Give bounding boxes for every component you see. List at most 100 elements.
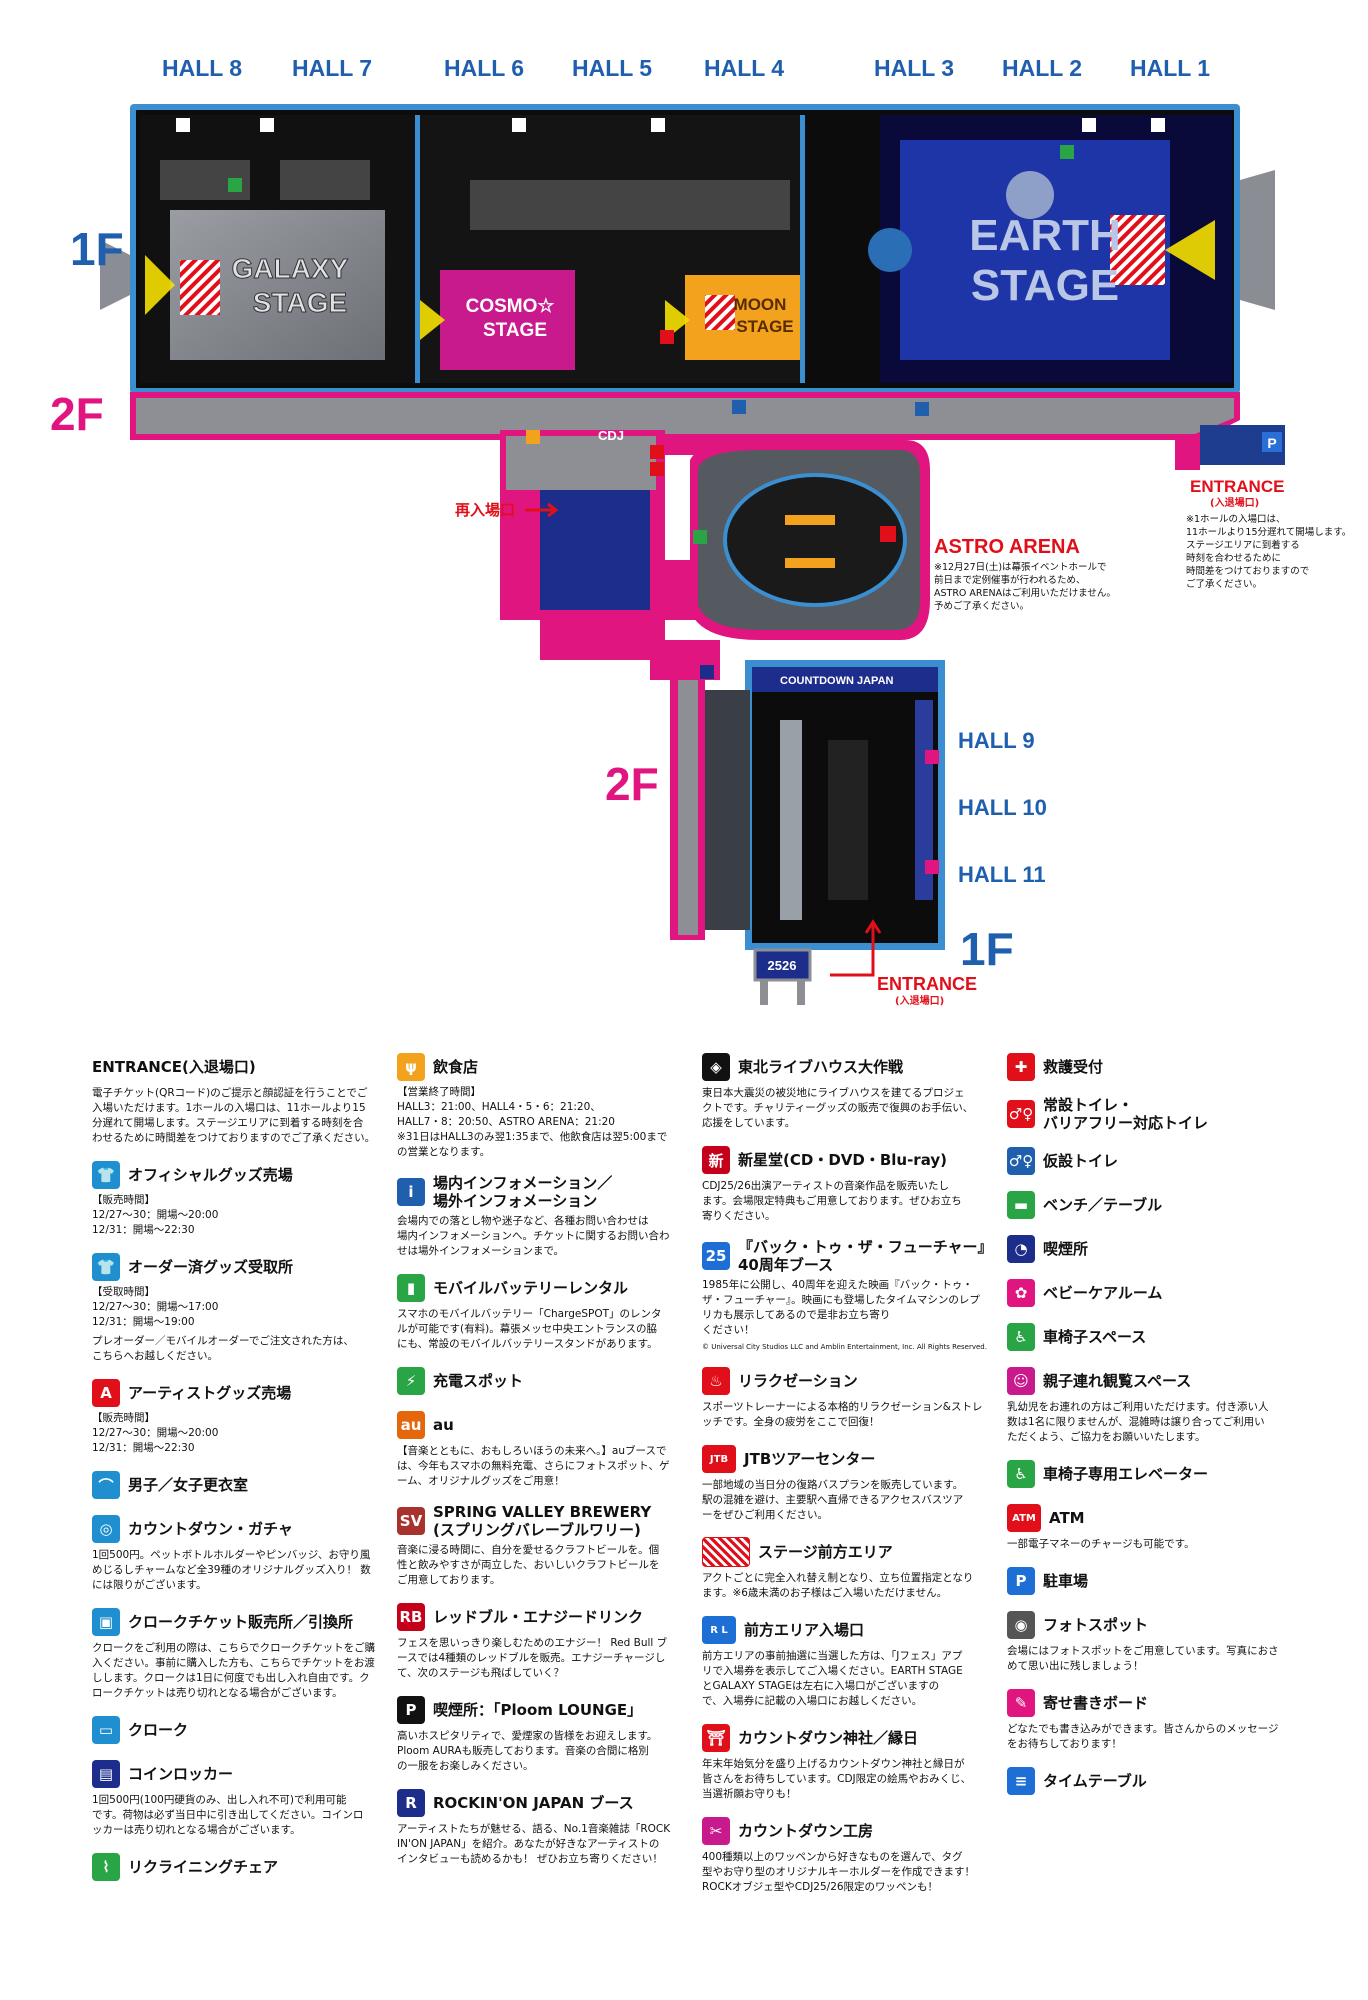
entrance-sub-bottom: (入退場口) (895, 994, 944, 1007)
reentry-label: 再入場口 (455, 501, 515, 519)
hanger-icon: ⌒ (92, 1471, 120, 1499)
astro-note-line: 予めご了承ください。 (934, 600, 1029, 612)
earth-stage-name-1: EARTH (969, 211, 1121, 260)
legend-item-header: ステージ前方エリア (702, 1537, 1002, 1567)
legend-item-description: 高いホスピタリティで、愛煙家の皆様をお迎えします。 Ploom AURAも販売し… (397, 1730, 658, 1772)
legend-item-header: ☺親子連れ観覧スペース (1007, 1366, 1307, 1396)
hall-11-label: HALL 11 (958, 862, 1046, 887)
rockinon-icon: R (397, 1789, 425, 1817)
countdown-japan-label: COUNTDOWN JAPAN (780, 675, 894, 687)
astro-note-line: 前日まで定例催事が行われるため、 (934, 574, 1086, 586)
info-icon: i (397, 1178, 425, 1206)
legend-item: ♂♀常設トイレ・ バリアフリー対応トイレ (1007, 1096, 1307, 1132)
earth-stage-name-2: STAGE (971, 261, 1119, 310)
legend-item: ▭クローク (92, 1715, 392, 1745)
legend-item-title: 新星堂(CD・DVD・Blu-ray) (738, 1151, 947, 1169)
legend-item: ✚救護受付 (1007, 1052, 1307, 1082)
astro-note-line: ※12月27日(土)は幕張イベントホールで (934, 561, 1107, 573)
toilet-icon: ♂♀ (1007, 1100, 1035, 1128)
legend-item: ▬ ベンチ／テーブル (1007, 1190, 1307, 1220)
gacha-icon: ◎ (92, 1515, 120, 1543)
legend-item: ◈東北ライブハウス大作戦東日本大震災の被災地にライブハウスを建てるプロジェ クト… (702, 1052, 1002, 1131)
legend-item-header: ▤コインロッカー (92, 1759, 392, 1789)
temp-toilet-icon: ♂♀ (1007, 1147, 1035, 1175)
legend-item-description: どなたでも書き込みができます。皆さんからのメッセージ をお待ちしております！ (1007, 1723, 1279, 1750)
springvalley-icon: SV (397, 1507, 425, 1535)
atm-icon: ATM (1007, 1504, 1041, 1532)
entrance-arrow-icon (830, 919, 882, 977)
board-icon: ✎ (1007, 1689, 1035, 1717)
legend-item-title: カウントダウン・ガチャ (128, 1520, 293, 1538)
entrance-label-bottom: ENTRANCE (877, 974, 977, 994)
tohoku-icon: ◈ (702, 1053, 730, 1081)
legend-item-header: ▭クローク (92, 1715, 392, 1745)
legend-item: ♿車椅子専用エレベーター (1007, 1459, 1307, 1489)
floor-1f-label: 1F (70, 223, 124, 275)
legend-item: 👕オーダー済グッズ受取所【受取時間】 12/27〜30：開場〜17:00 12/… (92, 1252, 392, 1364)
legend-item-description: プレオーダー／モバイルオーダーでご注文された方は、 こちらへお越しください。 (92, 1335, 354, 1362)
legend-item-header: ◉フォトスポット (1007, 1610, 1307, 1640)
legend-item-description: フェスを思いっきり楽しむためのエナジー！ Red Bull ブ ースでは4種類の… (397, 1637, 668, 1679)
legend-item-description: 【音楽とともに、おもしろいほうの未来へ。】auブースで は、今年もスマホの無料充… (397, 1445, 670, 1487)
legend-item-header: ▮モバイルバッテリーレンタル (397, 1273, 697, 1303)
moon-stage-name-1: MOON (734, 295, 787, 314)
map-markers (176, 118, 1165, 874)
parking-icon: P (1007, 1567, 1035, 1595)
astro-note-line: ASTRO ARENAはご利用いただけません。 (934, 587, 1116, 599)
venue-map: HALL 8 HALL 7 HALL 6 HALL 5 HALL 4 HALL … (50, 55, 1354, 1007)
toilet-icon (512, 118, 526, 132)
connector-2f (650, 640, 720, 940)
legend-item-title: カウントダウン神社／縁日 (738, 1729, 919, 1747)
legend-item-header: 👕オフィシャルグッズ売場 (92, 1160, 392, 1190)
legend-item-description: アクトごとに完全入れ替え制となり、立ち位置指定となり ます。※6歳未満のお子様は… (702, 1572, 974, 1599)
entrance-note-line: 時間差をつけておりますので (1186, 565, 1309, 577)
legend-column-1: ENTRANCE(入退場口) 電子チケット(QRコード)のご提示と顔認証を行うこと… (92, 1052, 392, 1896)
main-halls (100, 104, 1275, 394)
legend-item-title: レッドブル・エナジードリンク (433, 1608, 644, 1626)
legend-item: ▮モバイルバッテリーレンタルスマホのモバイルバッテリー「ChargeSPOT」の… (397, 1273, 697, 1352)
hall-7-label: HALL 7 (292, 55, 372, 81)
legend-item-description: 400種類以上のワッペンから好きなものを選んで、タグ 型やお守り型のオリジナルキ… (702, 1851, 975, 1893)
bench-icon: ▬ (1007, 1191, 1035, 1219)
corridor-2f: P (130, 392, 1285, 470)
legend-item: 新新星堂(CD・DVD・Blu-ray)CDJ25/26出演アーティストの音楽作… (702, 1145, 1002, 1224)
front-entry-icon: R L (702, 1616, 736, 1644)
legend-item-title: オフィシャルグッズ売場 (128, 1166, 293, 1184)
toilet-icon (651, 118, 665, 132)
legend-item-title: 東北ライブハウス大作戦 (738, 1058, 904, 1076)
legend-item: ⚡充電スポット (397, 1366, 697, 1396)
legend-item-header: ✿ベビーケアルーム (1007, 1278, 1307, 1308)
legend-item-description: 電子チケット(QRコード)のご提示と顔認証を行うことでご 入場いただけます。1ホ… (92, 1087, 376, 1144)
legend-item-title: 駐車場 (1043, 1572, 1089, 1590)
bench-icon (693, 530, 707, 544)
wheelchair-icon (1060, 145, 1074, 159)
legend-item-header: ✎ 寄せ書きボード (1007, 1688, 1307, 1718)
legend-item-title: 喫煙所 (1043, 1240, 1089, 1258)
legend-item-title: 充電スポット (433, 1372, 524, 1390)
legend-item-title: ENTRANCE(入退場口) (92, 1058, 256, 1076)
smoking-icon: ◔ (1007, 1235, 1035, 1263)
entrance-note: ※1ホールの入場口は、 11ホールより15分遅れて開場します。 ステージエリアに… (1186, 513, 1354, 590)
legend-item-title: アーティストグッズ売場 (128, 1384, 292, 1402)
legend-item-title: 寄せ書きボード (1043, 1694, 1149, 1712)
galaxy-stage-name-2: STAGE (253, 287, 347, 318)
legend-item-header: ≡タイムテーブル (1007, 1766, 1307, 1796)
legend-item-description: 会場内での落とし物や迷子など、各種お問い合わせは 場内インフォメーションへ。チケ… (397, 1215, 670, 1257)
legend-item-description: スマホのモバイルバッテリー「ChargeSPOT」のレンタ ルが可能です(有料)… (397, 1308, 662, 1350)
legend-item: ⌒男子／女子更衣室 (92, 1470, 392, 1500)
legend-item-title: ベンチ／テーブル (1043, 1196, 1163, 1214)
moon-stage (685, 275, 800, 360)
legend-item-hours: 【販売時間】 12/27〜30：開場〜20:00 12/31：開場〜22:30 (92, 1194, 219, 1236)
toilet-icon (1151, 118, 1165, 132)
legend-item-title: カウントダウン工房 (738, 1822, 874, 1840)
